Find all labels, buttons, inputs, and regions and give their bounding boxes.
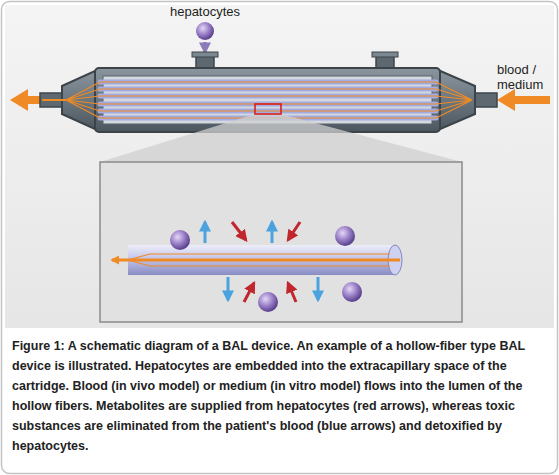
- zoom-wedge: [100, 114, 462, 162]
- flow-arrow-in: [497, 89, 550, 111]
- flow-arrow-out: [10, 89, 42, 111]
- figure-caption: Figure 1: A schematic diagram of a BAL d…: [12, 336, 548, 456]
- input-arrow: [204, 42, 207, 52]
- flow-label: blood / medium: [497, 62, 555, 92]
- zoom-marker: [255, 104, 281, 114]
- hepatocyte-sphere: [196, 22, 214, 40]
- cell-label: hepatocytes: [150, 4, 260, 19]
- illustration-panel: [5, 5, 554, 328]
- fiber-inset: [100, 162, 462, 322]
